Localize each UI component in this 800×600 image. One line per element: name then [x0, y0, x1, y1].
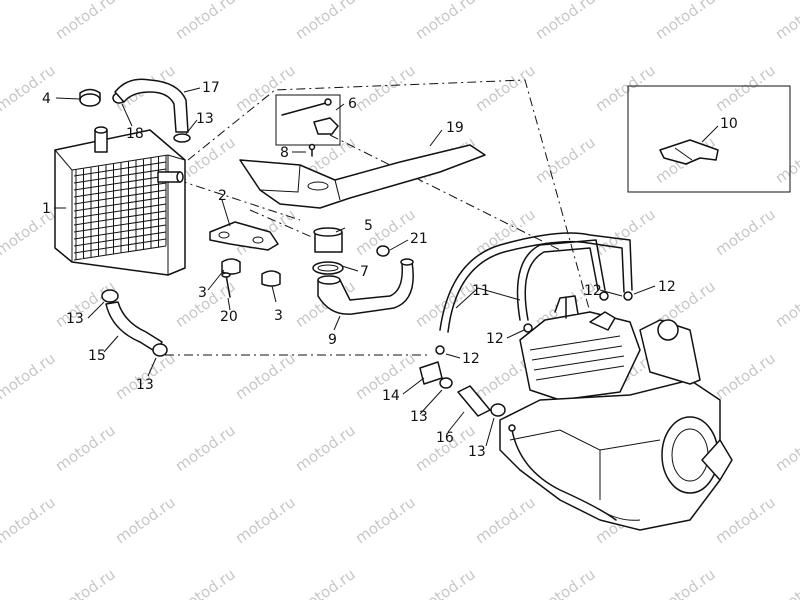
watermark-text: motod.ru: [652, 565, 719, 600]
watermark-text: motod.ru: [352, 493, 419, 547]
callout-13: 13: [66, 311, 84, 327]
watermark-text: motod.ru: [52, 0, 119, 43]
watermark-text: motod.ru: [472, 61, 539, 115]
watermark-text: motod.ru: [352, 61, 419, 115]
watermark-text: motod.ru: [172, 0, 239, 43]
callout-1: 1: [42, 201, 51, 217]
watermark-text: motod.ru: [412, 0, 479, 43]
callout-2: 2: [218, 188, 227, 204]
watermark-text: motod.ru: [772, 565, 800, 600]
callout-labels: 1 2 3 3 4 5 6 7 8 9 10 11 12 12 12 12 13…: [42, 80, 738, 460]
callout-12: 12: [584, 283, 602, 299]
clip-inset-part: [627, 85, 791, 193]
callout-3: 3: [274, 308, 283, 324]
watermark-text: motod.ru: [712, 61, 779, 115]
callout-12: 12: [658, 279, 676, 295]
watermark-text: motod.ru: [532, 0, 599, 43]
callout-15: 15: [88, 348, 106, 364]
callout-19: 19: [446, 120, 464, 136]
watermark-text: motod.ru: [52, 421, 119, 475]
watermark-text: motod.ru: [52, 565, 119, 600]
cover-shroud-part: [239, 144, 486, 209]
callout-21: 21: [410, 231, 428, 247]
thermostat-housing-part: [312, 227, 414, 315]
watermark-text: motod.ru: [532, 565, 599, 600]
watermark-text: motod.ru: [772, 133, 800, 187]
callout-6: 6: [348, 96, 357, 112]
upper-hose-part: [114, 78, 191, 143]
watermark-text: motod.ru: [172, 421, 239, 475]
callout-13: 13: [136, 377, 154, 393]
callout-17: 17: [202, 80, 220, 96]
reference-lines: [165, 79, 596, 356]
breather-tubes-part: [435, 232, 633, 355]
watermark-text: motod.ru: [472, 493, 539, 547]
watermark-text: motod.ru: [172, 565, 239, 600]
callout-12: 12: [462, 351, 480, 367]
callout-20: 20: [220, 309, 238, 325]
callout-16: 16: [436, 430, 454, 446]
watermark-text: motod.ru: [292, 565, 359, 600]
watermark-text: motod.ru: [772, 421, 800, 475]
watermark-text: motod.ru: [292, 421, 359, 475]
radiator-part: [54, 126, 186, 276]
lower-hose-part: [101, 289, 168, 357]
callout-12: 12: [486, 331, 504, 347]
watermark-text: motod.ru: [232, 493, 299, 547]
callout-13: 13: [468, 444, 486, 460]
callout-11: 11: [472, 283, 490, 299]
callout-10: 10: [720, 116, 738, 132]
callout-8: 8: [280, 145, 289, 161]
callout-13: 13: [410, 409, 428, 425]
watermark-text: motod.ru: [292, 0, 359, 43]
watermark-text: motod.ru: [652, 0, 719, 43]
watermark-text: motod.ru: [0, 61, 59, 115]
watermark-text: motod.ru: [232, 349, 299, 403]
watermark-text: motod.ru: [712, 205, 779, 259]
leader-lines: [54, 87, 719, 447]
callout-7: 7: [360, 264, 369, 280]
watermark-text: motod.ru: [412, 565, 479, 600]
outlet-fitting-part: [419, 361, 506, 417]
callout-9: 9: [328, 332, 337, 348]
watermark-text: motod.ru: [592, 61, 659, 115]
callout-18: 18: [126, 126, 144, 142]
watermark-text: motod.ru: [232, 61, 299, 115]
watermark-text: motod.ru: [712, 349, 779, 403]
watermark-text: motod.ru: [112, 493, 179, 547]
watermark-text: motod.ru: [712, 493, 779, 547]
callout-4: 4: [42, 91, 51, 107]
clamp-kit-part: [275, 94, 341, 157]
callout-5: 5: [364, 218, 373, 234]
callout-14: 14: [382, 388, 400, 404]
watermark-text: motod.ru: [592, 205, 659, 259]
watermark-text: motod.ru: [772, 0, 800, 43]
watermark-text: motod.ru: [772, 277, 800, 331]
watermark-text: motod.ru: [0, 493, 59, 547]
mounting-bracket-part: [209, 221, 281, 298]
callout-13: 13: [196, 111, 214, 127]
engine-part: [499, 295, 733, 531]
callout-3: 3: [198, 285, 207, 301]
watermark-text: motod.ru: [0, 349, 59, 403]
